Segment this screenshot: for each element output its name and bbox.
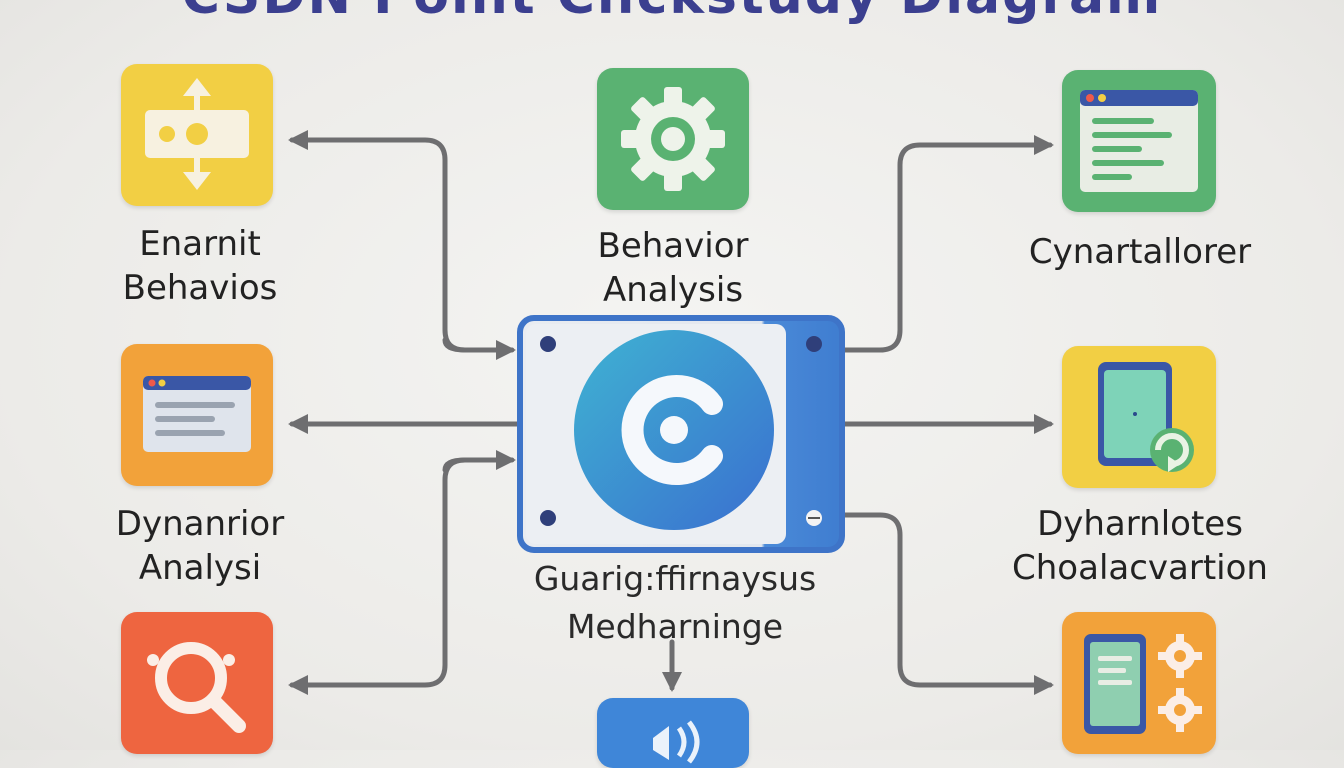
tile-top-right [1062,70,1216,212]
tile-top-left [121,64,273,206]
tile-bottom-right [1062,612,1216,754]
arrow-from-bottom-left [442,450,516,473]
panel-screw-tr [806,336,822,352]
tablet-refresh-icon [1098,362,1194,472]
tile-mid-right [1062,346,1216,488]
label-center: Guarig:ffirnaysus Medharninge [533,559,817,646]
label-top-center: Behavior Analysis [597,226,749,310]
tile-top-center [597,68,749,210]
diagram-title: CSDN Point Clickstudy Diagram [0,0,1344,26]
label-top-right: Cynartallorer [1028,232,1252,272]
arrow-to-bottom-right [842,512,1054,695]
tablet-gears-icon [1084,634,1202,734]
center-hub [517,315,845,553]
move-arrows-icon [145,78,249,190]
arrow-from-top-left [442,337,516,360]
panel-screw-tl [540,336,556,352]
arrow-to-top-left [288,130,503,353]
tile-bottom-center [597,698,749,768]
panel-screw-bl [540,510,556,526]
magnifier-icon [147,642,246,733]
c-logo-icon [574,330,774,530]
connector-arrows [288,130,1054,695]
browser-window-icon [143,376,251,452]
label-mid-left: Dynanrior Analysi [115,504,285,588]
label-mid-right: Dyharnlotes Choalacvartion [1012,504,1268,588]
sound-icon [653,720,700,764]
arrow-to-top-right [842,135,1054,353]
gear-icon [621,87,725,191]
tile-mid-left [121,344,273,486]
tile-bottom-left [121,612,273,754]
code-window-icon [1080,90,1198,192]
label-top-left: Enarnit Behavios [122,224,278,308]
